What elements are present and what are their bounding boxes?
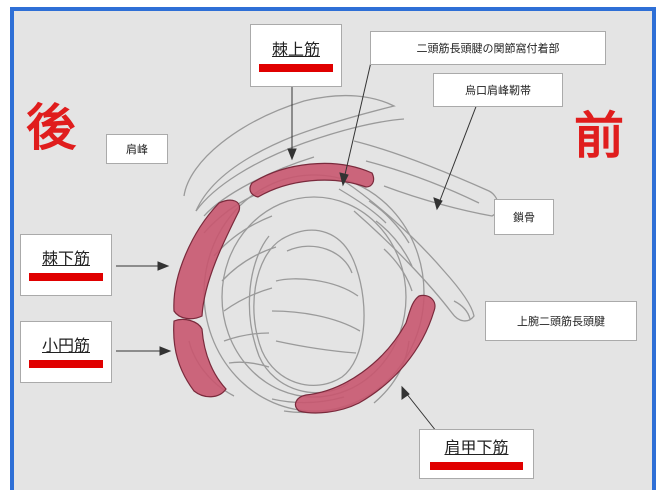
posterior-label: 後 (26, 103, 76, 153)
subscapularis-label: 肩甲下筋 (444, 438, 508, 458)
coracoacromial-ligament-label: 烏口肩峰靭帯 (433, 73, 563, 107)
acromion-label: 肩峰 (106, 134, 168, 164)
teres-minor-label-box: 小円筋 (20, 321, 112, 383)
biceps-tendon-label: 上腕二頭筋長頭腱 (485, 301, 637, 341)
clavicle-label: 鎖骨 (494, 199, 554, 235)
slide: 後 前 棘上筋 棘下筋 小円筋 肩甲下筋 肩峰 二頭筋長頭腱の関節窩付着部 烏口… (14, 11, 652, 490)
subscapularis-underline-bar (430, 462, 523, 470)
supraspinatus-label-box: 棘上筋 (250, 24, 342, 87)
biceps-attachment-label: 二頭筋長頭腱の関節窩付着部 (370, 31, 606, 65)
infraspinatus-label: 棘下筋 (42, 249, 90, 269)
subscapularis-muscle (295, 295, 434, 413)
anterior-label: 前 (574, 111, 624, 161)
teres-minor-label: 小円筋 (42, 336, 90, 356)
glenoid-fossa (254, 230, 364, 385)
subscapularis-label-box: 肩甲下筋 (419, 429, 534, 479)
supraspinatus-underline-bar (259, 64, 333, 72)
supraspinatus-muscle (250, 163, 374, 197)
teres-minor-muscle (174, 319, 226, 396)
infraspinatus-label-box: 棘下筋 (20, 234, 112, 296)
teres-minor-underline-bar (29, 360, 103, 368)
infraspinatus-underline-bar (29, 273, 103, 281)
infraspinatus-muscle (174, 200, 240, 319)
supraspinatus-label: 棘上筋 (272, 40, 320, 60)
